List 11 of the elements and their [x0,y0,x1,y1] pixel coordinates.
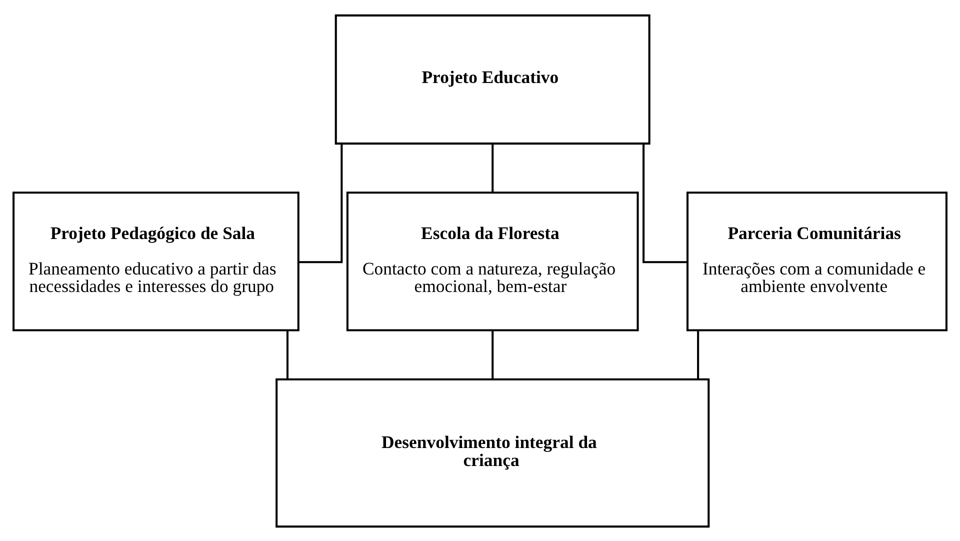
connector [492,330,494,378]
connector [298,143,343,263]
connector [697,330,700,378]
node-box: Projeto Pedagógico de Sala Planeamento educativo a partir das necessidades e interesses do grupo [12,191,300,331]
node-box: Desenvolvimento integral da criança [276,378,710,528]
connector [642,143,688,263]
node-box: Projeto Educativo [334,14,650,144]
connector [286,330,288,378]
connector [492,143,494,192]
node-box: Parceria Comunitárias Interações com a comunidade e ambiente envolvente [686,191,948,331]
node-box: Escola da Floresta Contacto com a natureza, regulação emocional, bem-estar [346,191,639,331]
